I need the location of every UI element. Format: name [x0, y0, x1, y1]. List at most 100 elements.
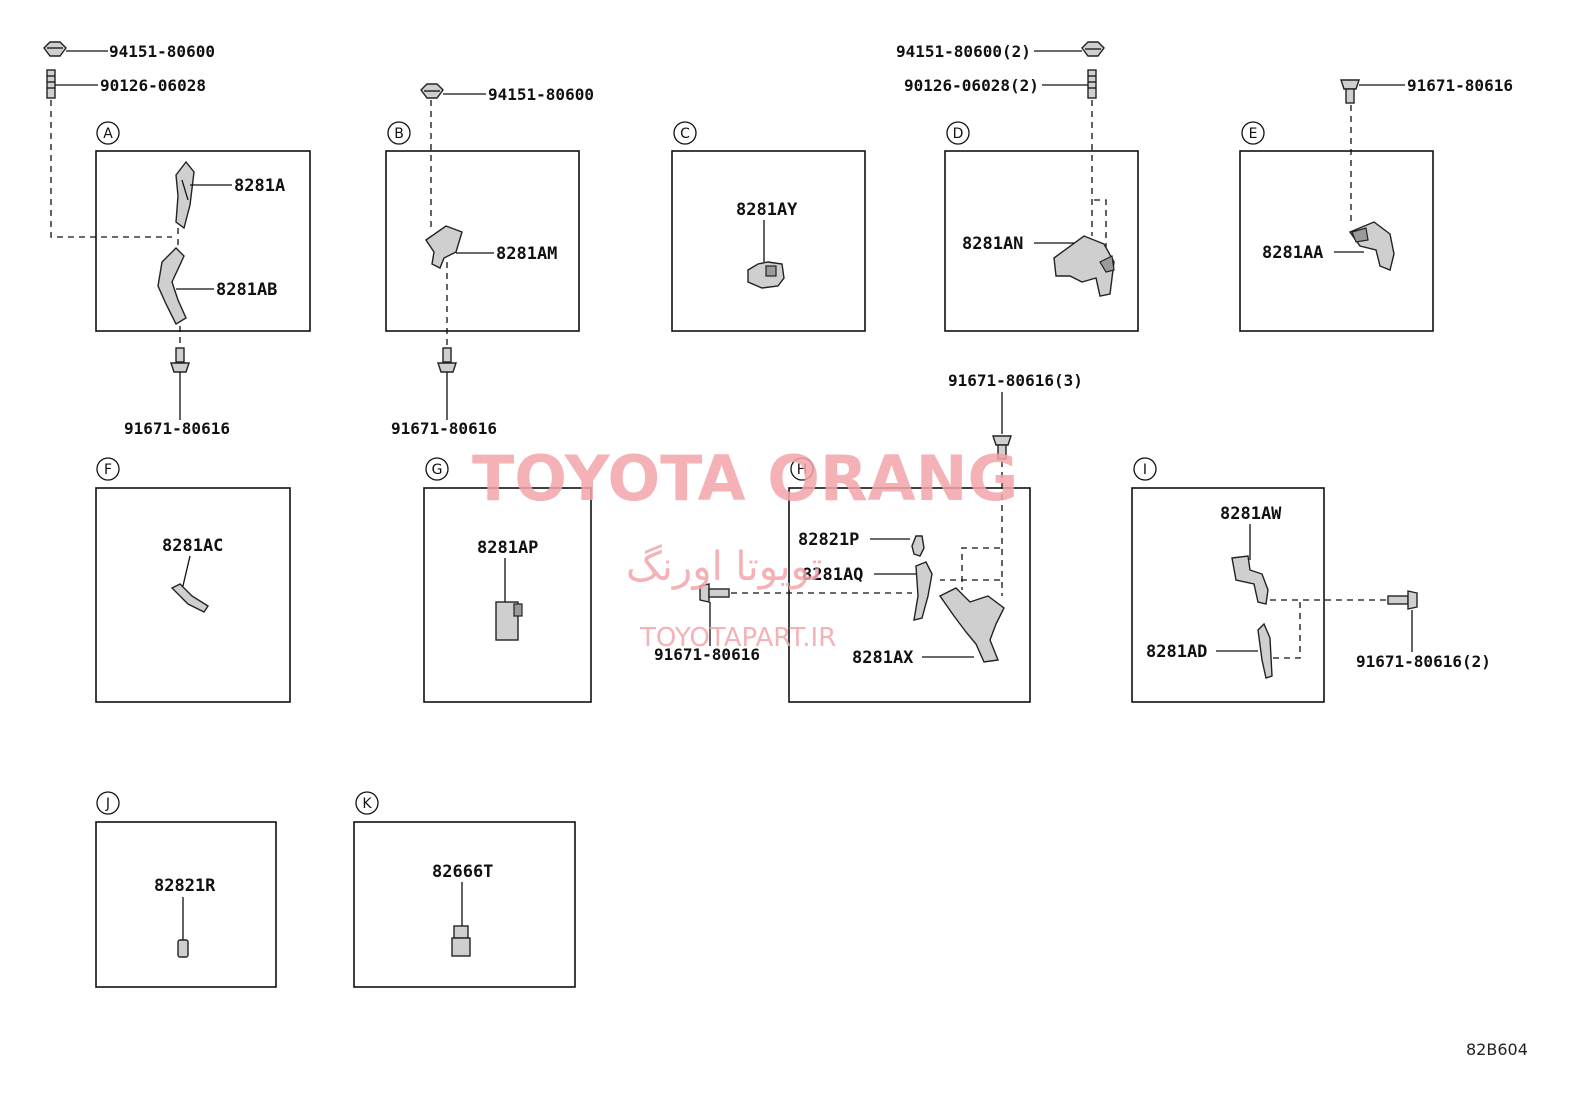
panel-letter: A [103, 126, 113, 142]
panel-letter: H [797, 462, 808, 478]
part-label[interactable]: 8281AQ [802, 565, 863, 585]
bracket-part-8281ax [938, 587, 1005, 663]
panel-letter-circle [946, 121, 970, 145]
panel-f: F 8281AC [95, 457, 291, 703]
panel-letter: K [362, 796, 372, 812]
panel-letter-circle [355, 791, 379, 815]
panel-letter-circle [96, 457, 120, 481]
stud-bolt-icon [46, 69, 56, 99]
part-label[interactable]: 8281AW [1220, 504, 1282, 524]
part-label[interactable]: 8281AY [736, 200, 798, 220]
part-label[interactable]: 8281AC [162, 536, 223, 556]
part-label[interactable]: 8281AP [477, 538, 538, 558]
part-label[interactable]: 82666T [432, 862, 493, 882]
panel-b: 94151-80600 B 8281AM 91671-80616 [385, 83, 594, 438]
panel-letter: F [104, 462, 112, 478]
panel-frame [1239, 150, 1434, 332]
clip-part-8281ay [747, 261, 785, 289]
watermark-brand: TOYOTA ORANG [472, 442, 1018, 515]
fastener-label[interactable]: 94151-80600 [109, 42, 215, 61]
bolt-icon [1387, 590, 1418, 610]
panel-frame [95, 821, 277, 988]
panel-letter: J [105, 796, 110, 812]
bolt-icon [437, 347, 457, 373]
panel-letter: C [680, 126, 690, 142]
panel-frame [944, 150, 1139, 332]
bolt-icon [1340, 79, 1360, 104]
block-part-8281ap [495, 601, 523, 641]
fastener-label[interactable]: 90126-06028 [100, 76, 206, 95]
bracket-part-8281aa [1348, 221, 1395, 271]
panel-letter-circle [790, 457, 814, 481]
fastener-label[interactable]: 91671-80616 [1407, 76, 1513, 95]
part-label[interactable]: 8281AB [216, 280, 277, 300]
fastener-label[interactable]: 94151-80600 [488, 85, 594, 104]
bracket-part-8281an [1053, 235, 1115, 297]
panel-e: 91671-80616 E 8281AA [1239, 76, 1513, 332]
part-label[interactable]: 82821R [154, 876, 216, 896]
panel-a: 94151-80600 90126-06028 A 8281A 8281AB 9 [43, 41, 311, 438]
fastener-label[interactable]: 91671-80616(3) [948, 371, 1083, 390]
part-label[interactable]: 8281AA [1262, 243, 1323, 263]
part-label[interactable]: 82821P [798, 530, 859, 550]
bracket-part-8281ab [157, 247, 187, 325]
panel-letter: D [953, 126, 964, 142]
panel-c: C 8281AY [671, 121, 866, 332]
nut-icon [1081, 41, 1105, 57]
bolt-icon [699, 583, 730, 603]
bolt-icon [170, 347, 190, 373]
part-label[interactable]: 8281AX [852, 648, 914, 668]
part-label[interactable]: 8281A [234, 176, 285, 196]
panel-d: 94151-80600(2) 90126-06028(2) D 8281AN [896, 41, 1139, 332]
panel-h: 91671-80616(3) H 82821P 8281AQ 91671-806… [654, 371, 1083, 703]
clip-part-82821p [911, 535, 925, 557]
bracket-part-8281aq [913, 561, 933, 621]
watermark-persian: تویوتا اورنگ [626, 544, 822, 590]
panel-letter-circle [387, 121, 411, 145]
panel-frame [1131, 487, 1325, 703]
panel-frame [95, 487, 291, 703]
part-label[interactable]: 8281AN [962, 234, 1023, 254]
panel-letter-circle [96, 791, 120, 815]
fastener-label[interactable]: 91671-80616 [124, 419, 230, 438]
bracket-part-8281a [175, 160, 195, 230]
watermark: TOYOTA ORANG تویوتا اورنگ TOYOTAPART.IR [472, 442, 1018, 653]
panel-letter: E [1249, 126, 1258, 142]
panel-letter: B [394, 126, 404, 142]
watermark-site: TOYOTAPART.IR [639, 623, 836, 653]
part-label[interactable]: 8281AM [496, 244, 557, 264]
panel-letter-circle [1133, 457, 1157, 481]
panel-letter: I [1143, 462, 1147, 478]
bracket-part-8281aw [1231, 555, 1269, 605]
panel-k: K 82666T [353, 791, 576, 988]
panel-frame [423, 487, 592, 703]
part-label[interactable]: 8281AD [1146, 642, 1207, 662]
fastener-label[interactable]: 91671-80616 [391, 419, 497, 438]
fastener-label[interactable]: 90126-06028(2) [904, 76, 1039, 95]
nut-icon [420, 83, 444, 99]
panel-frame [95, 150, 311, 332]
panel-letter-circle [1241, 121, 1265, 145]
bracket-part-8281ad [1257, 622, 1273, 679]
panel-letter-circle [425, 457, 449, 481]
diagram-code: 82B604 [1466, 1040, 1528, 1059]
stud-bolt-icon [1087, 69, 1097, 99]
nut-icon [43, 41, 67, 57]
fastener-label[interactable]: 91671-80616 [654, 645, 760, 664]
panel-letter-circle [96, 121, 120, 145]
panel-i: I 8281AW 8281AD 91671-80616(2) [1131, 457, 1491, 703]
clip-part-8281ac [170, 583, 209, 613]
connector-part-82666t [451, 925, 471, 957]
panel-frame [385, 150, 580, 332]
panel-g: G 8281AP [423, 457, 592, 703]
fastener-label[interactable]: 94151-80600(2) [896, 42, 1031, 61]
panel-j: J 82821R [95, 791, 277, 988]
panel-letter-circle [673, 121, 697, 145]
panel-frame [353, 821, 576, 988]
panel-frame [788, 487, 1031, 703]
fastener-label[interactable]: 91671-80616(2) [1356, 652, 1491, 671]
bolt-icon [992, 435, 1012, 460]
panel-letter: G [432, 462, 443, 478]
clip-part-82821r [177, 939, 189, 958]
